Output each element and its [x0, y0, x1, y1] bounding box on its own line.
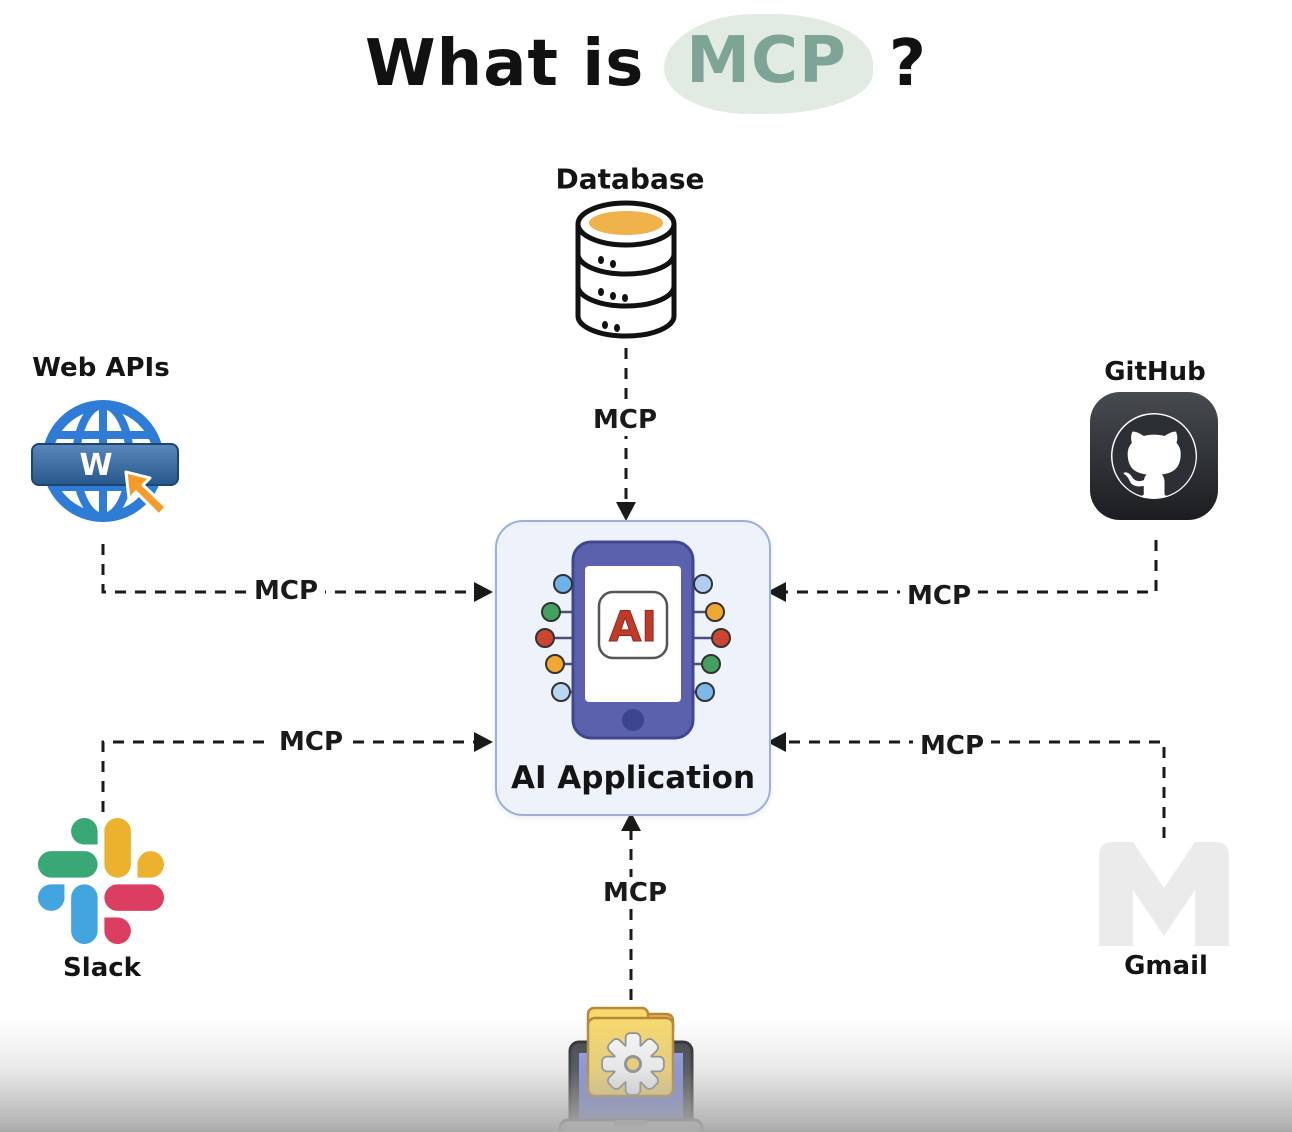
- edge-gmail-to-app: [786, 740, 1166, 838]
- github-label: GitHub: [1104, 357, 1206, 387]
- gmail-icon: [1099, 842, 1229, 946]
- edge-label-mcp-database: MCP: [585, 404, 665, 436]
- gear-icon: [601, 1032, 665, 1096]
- title-question-mark: ?: [888, 27, 927, 101]
- arrowhead-right: [474, 582, 493, 602]
- edge-label-mcp-webapis: MCP: [246, 575, 326, 607]
- edge-slack-to-app: [101, 740, 474, 812]
- title-mcp-highlight: MCP: [664, 14, 873, 114]
- laptop-folder-icon: [558, 1006, 704, 1132]
- ai-application-box: AI AI Application: [495, 520, 771, 816]
- database-icon: [575, 200, 677, 339]
- edge-webapis-to-app: [101, 544, 474, 594]
- github-icon: [1090, 392, 1218, 520]
- ai-phone-icon: AI: [535, 540, 731, 740]
- title-prefix: What is: [365, 27, 645, 101]
- arrowhead-right: [474, 732, 493, 752]
- arrowhead-down: [616, 502, 636, 521]
- web-apis-icon: W: [31, 400, 179, 522]
- arrowhead-up: [621, 812, 641, 831]
- cursor-arrow-icon: [124, 470, 168, 517]
- arrowhead-left: [767, 582, 786, 602]
- gmail-label: Gmail: [1124, 951, 1208, 981]
- slack-label: Slack: [63, 953, 141, 983]
- page-title: What is MCP ?: [0, 14, 1292, 114]
- ai-application-label: AI Application: [510, 760, 756, 796]
- edge-label-mcp-files: MCP: [595, 877, 675, 909]
- edge-label-mcp-gmail: MCP: [912, 730, 992, 762]
- ai-badge-text: AI: [609, 602, 657, 651]
- edge-label-mcp-slack: MCP: [271, 726, 351, 758]
- edge-label-mcp-github: MCP: [899, 580, 979, 612]
- web-apis-label: Web APIs: [32, 353, 170, 383]
- web-apis-bar-letter: W: [79, 448, 112, 483]
- arrowhead-left: [767, 732, 786, 752]
- database-label: Database: [555, 162, 705, 196]
- slack-icon: [38, 818, 164, 944]
